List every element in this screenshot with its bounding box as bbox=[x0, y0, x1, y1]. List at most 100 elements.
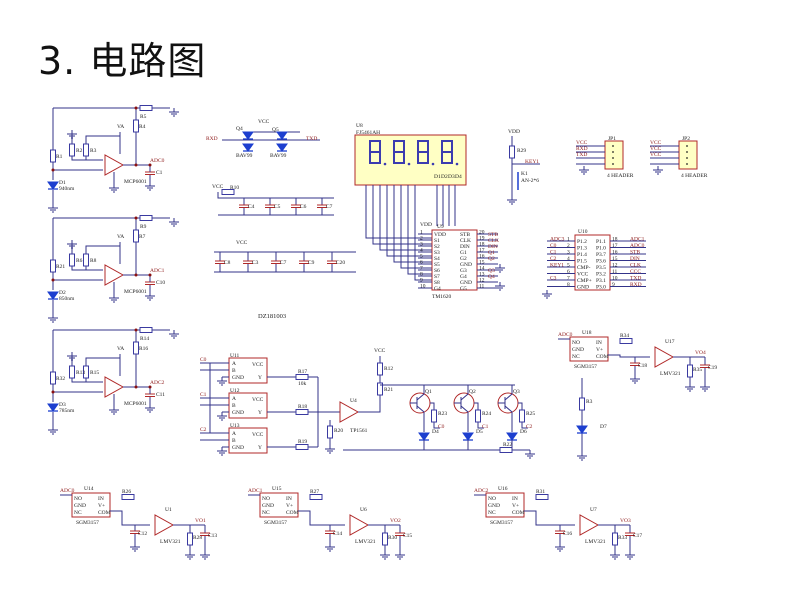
label: R12 bbox=[384, 366, 393, 372]
pin-marker bbox=[612, 145, 614, 147]
net-label: CCC bbox=[630, 269, 641, 275]
label: R32 bbox=[56, 376, 65, 382]
key-switch: VDD R29 KEY1 K1 AN-2*6 bbox=[506, 129, 540, 205]
net-vcc: VCC bbox=[236, 240, 248, 246]
label: S7 bbox=[434, 274, 440, 280]
label: R21 bbox=[384, 387, 393, 393]
junction bbox=[51, 168, 55, 172]
resistor-icon bbox=[69, 365, 75, 379]
label: K1 bbox=[521, 171, 528, 177]
label: BAV99 bbox=[236, 153, 253, 159]
ground-icon bbox=[684, 382, 696, 392]
opamp-icon bbox=[579, 514, 599, 536]
label: MCP6001 bbox=[124, 401, 147, 407]
label: 10 bbox=[612, 276, 618, 282]
net-txd: TXD bbox=[306, 136, 317, 142]
wire bbox=[200, 362, 318, 378]
label: R35 bbox=[693, 367, 702, 373]
label: P3.7 bbox=[596, 252, 606, 258]
diode-icon bbox=[242, 131, 254, 140]
ground-icon bbox=[324, 444, 336, 454]
page-title: 3. 电路图 bbox=[38, 39, 207, 83]
label: R25 bbox=[526, 411, 535, 417]
label: Y bbox=[258, 410, 262, 416]
label: R7 bbox=[139, 234, 146, 240]
wire bbox=[454, 385, 484, 432]
label: IN bbox=[512, 496, 518, 502]
label: TM1620 bbox=[432, 294, 452, 300]
net-label: STB bbox=[488, 232, 498, 238]
label: IN bbox=[98, 496, 104, 502]
label: U16 bbox=[498, 486, 508, 492]
net-label: VO4 bbox=[695, 350, 706, 356]
label: R3 bbox=[586, 399, 593, 405]
label: R18 bbox=[298, 404, 307, 410]
digit-icon bbox=[417, 140, 429, 164]
label: R24 bbox=[482, 411, 491, 417]
ground-icon bbox=[184, 550, 196, 560]
label: R22 bbox=[503, 442, 512, 448]
led-icon bbox=[418, 432, 430, 441]
label: VCC bbox=[577, 272, 589, 278]
label: 16 bbox=[479, 254, 485, 260]
resistor-icon bbox=[619, 338, 633, 344]
label: 18 bbox=[479, 242, 485, 248]
label: R26 bbox=[122, 489, 131, 495]
label: STB bbox=[460, 232, 470, 238]
label: C15 bbox=[403, 533, 412, 539]
label: Q2 bbox=[469, 389, 476, 395]
label: D1 bbox=[434, 174, 441, 180]
junction bbox=[134, 216, 138, 220]
emitter-driver: U4TP1561VCCR12R21R20R22Q1R23C0D4Q2R24C1D… bbox=[324, 348, 536, 459]
label: VCC bbox=[252, 432, 264, 438]
label: B bbox=[232, 403, 236, 409]
label: U4 bbox=[350, 398, 357, 404]
label: 8 bbox=[420, 272, 423, 278]
label: MCP6001 bbox=[124, 179, 147, 185]
net-label: ADC1 bbox=[248, 488, 263, 494]
label: D3 bbox=[59, 402, 66, 408]
net-label: DIN bbox=[630, 256, 640, 262]
label: GND bbox=[488, 503, 500, 509]
net-label: C2 bbox=[526, 424, 533, 430]
resistor-icon bbox=[50, 149, 56, 163]
board-label: DZ181003 bbox=[258, 313, 286, 320]
label: D2 bbox=[441, 174, 448, 180]
label: CMP- bbox=[577, 265, 591, 271]
wire bbox=[407, 185, 432, 275]
label: R4 bbox=[139, 124, 146, 130]
label: 12 bbox=[479, 278, 485, 284]
label: G5 bbox=[460, 286, 467, 292]
ground-icon bbox=[494, 281, 506, 291]
decimal-point bbox=[431, 162, 435, 166]
label: B bbox=[232, 438, 236, 444]
label: P1.4 bbox=[577, 252, 587, 258]
ground-icon bbox=[609, 550, 621, 560]
label: NO bbox=[262, 496, 270, 502]
header-body bbox=[678, 140, 698, 170]
wire bbox=[71, 356, 120, 383]
resistor-icon bbox=[535, 494, 549, 500]
wire bbox=[400, 185, 432, 269]
chip-part-label: SGM3157 bbox=[574, 364, 597, 370]
chip-body bbox=[485, 492, 525, 518]
net-label: CLK bbox=[630, 263, 641, 269]
label: P3.2 bbox=[596, 272, 606, 278]
ground-icon bbox=[47, 313, 59, 323]
ground-icon bbox=[541, 289, 553, 299]
wire bbox=[200, 397, 318, 413]
net-label: ADC1 bbox=[150, 268, 165, 274]
resistor-icon bbox=[139, 327, 153, 333]
ground-icon bbox=[216, 446, 228, 456]
label: R34 bbox=[620, 333, 629, 339]
wire bbox=[52, 329, 170, 372]
resistor-icon bbox=[133, 229, 139, 243]
label: U15 bbox=[272, 486, 282, 492]
ground-icon bbox=[554, 542, 566, 552]
digit-icon bbox=[369, 140, 381, 164]
wire bbox=[372, 185, 432, 245]
label: LMV321 bbox=[160, 539, 181, 545]
